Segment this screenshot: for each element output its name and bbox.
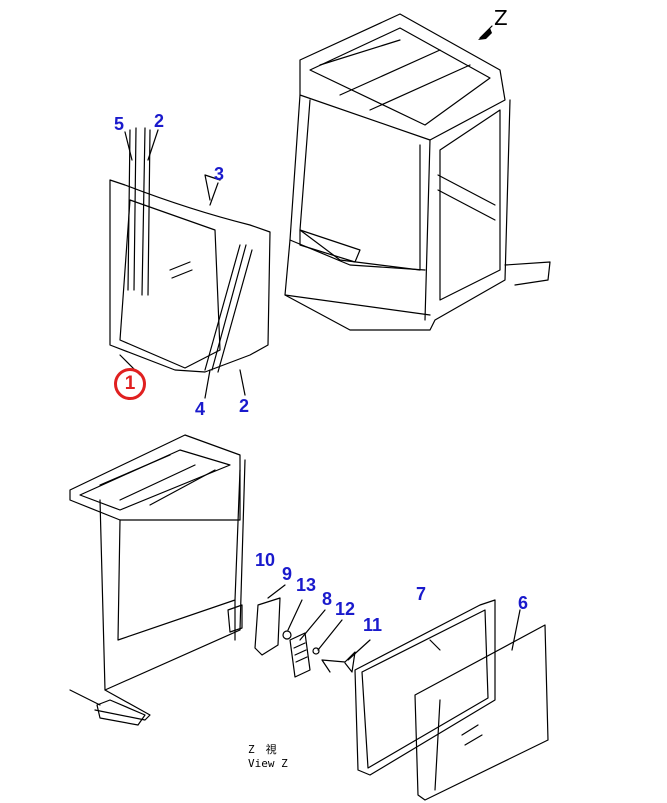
callout-5[interactable]: 5	[114, 114, 125, 134]
view-caption-en: View Z	[248, 757, 288, 770]
callout-7[interactable]: 7	[416, 584, 427, 604]
callout-2[interactable]: 2	[239, 396, 250, 416]
callout-10[interactable]: 10	[255, 550, 276, 570]
cab-assembly-top	[284, 13, 551, 331]
callout-2[interactable]: 2	[154, 111, 165, 131]
leader-lines-upper	[119, 129, 246, 399]
callout-11[interactable]: 11	[363, 615, 383, 635]
callout-13[interactable]: 13	[296, 575, 317, 595]
view-z-label: Z	[494, 6, 508, 30]
hardware-parts	[254, 584, 371, 678]
callout-8[interactable]: 8	[322, 589, 333, 609]
callout-3[interactable]: 3	[214, 164, 225, 184]
callout-1-highlighted[interactable]: 1	[114, 368, 146, 400]
cab-assembly-bottom	[69, 434, 246, 726]
callout-6[interactable]: 6	[518, 593, 529, 613]
callout-4[interactable]: 4	[195, 399, 206, 419]
callout-9[interactable]: 9	[282, 564, 293, 584]
callout-12[interactable]: 12	[335, 599, 356, 619]
seal-and-glass	[354, 599, 549, 801]
front-glass-exploded	[109, 127, 271, 373]
view-z-arrow-icon	[478, 25, 493, 40]
view-caption-jp: Z 視	[248, 743, 277, 756]
